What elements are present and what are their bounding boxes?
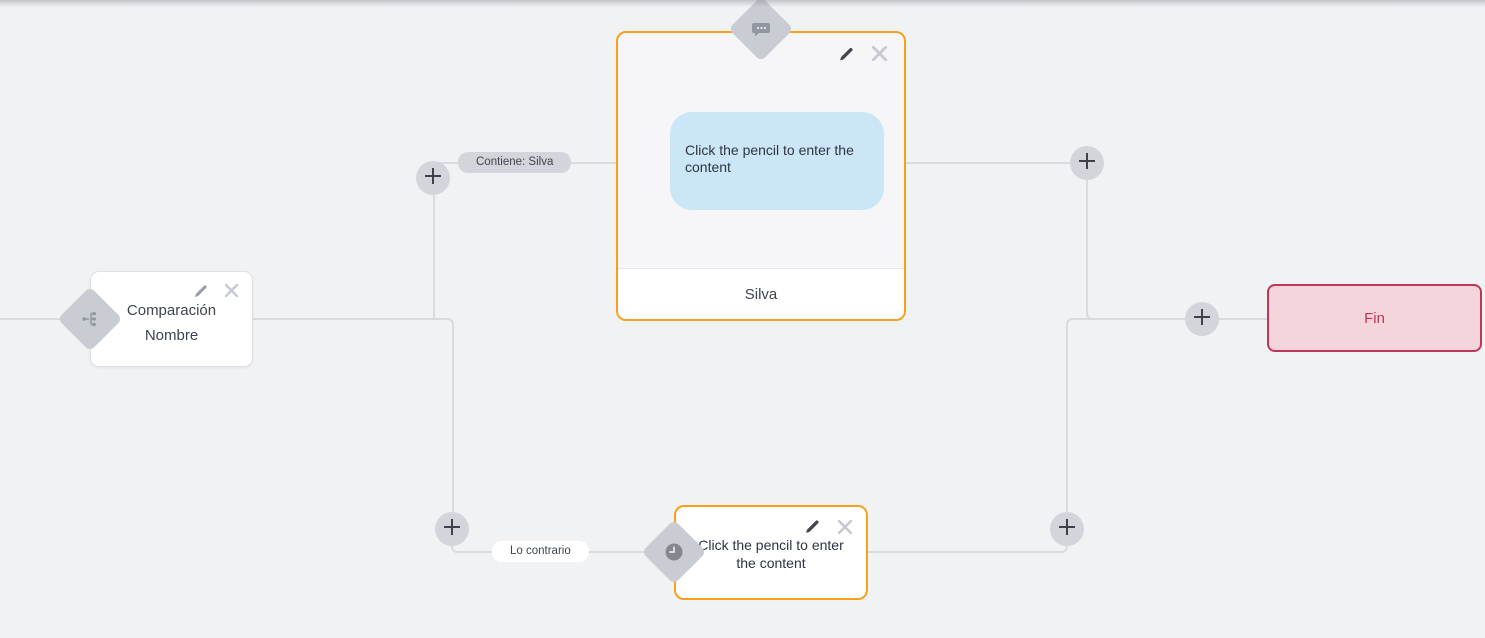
end-node-label: Fin [1364, 309, 1385, 327]
close-icon[interactable] [871, 45, 888, 62]
add-node-button-before-end[interactable] [1185, 302, 1219, 336]
sitemap-icon [80, 309, 100, 329]
add-node-button-bottom-left[interactable] [435, 512, 469, 546]
branch-label-otherwise[interactable]: Lo contrario [492, 541, 589, 562]
clock-icon [663, 541, 685, 563]
plus-icon [1058, 518, 1076, 541]
fallback-node[interactable]: Click the pencil to enter the content [674, 505, 868, 600]
close-icon[interactable] [836, 518, 853, 535]
wire-fallback-out [868, 545, 1068, 553]
wire-bottom-branch [451, 545, 652, 553]
edit-pencil-icon[interactable] [838, 45, 855, 62]
canvas-top-shadow [0, 0, 1485, 7]
add-node-button-top-right[interactable] [1070, 146, 1104, 180]
wire-top-merge [1086, 178, 1094, 320]
edit-pencil-icon[interactable] [192, 282, 209, 299]
plus-icon [424, 167, 442, 190]
condition-node[interactable]: Comparación Nombre [90, 271, 253, 367]
plus-icon [443, 518, 461, 541]
chat-bubble-icon [750, 18, 772, 40]
plus-icon [1078, 152, 1096, 175]
message-footer: Silva [618, 268, 904, 319]
branch-label-contains[interactable]: Contiene: Silva [458, 152, 572, 173]
condition-title-line2: Nombre [144, 327, 199, 344]
wire-bottom-merge [1066, 318, 1074, 529]
condition-title-line1: Comparación [126, 302, 217, 319]
plus-icon [1193, 308, 1211, 331]
add-node-button-bottom-right[interactable] [1050, 512, 1084, 546]
message-node-handle[interactable] [728, 0, 794, 62]
fallback-text: Click the pencil to enter the content [698, 537, 844, 571]
add-node-button-top-left[interactable] [416, 161, 450, 195]
edit-pencil-icon[interactable] [804, 518, 821, 535]
message-node[interactable]: Click the pencil to enter the content Si… [616, 31, 906, 321]
message-bubble: Click the pencil to enter the content [670, 112, 884, 210]
fallback-node-handle[interactable] [641, 519, 707, 585]
end-node[interactable]: Fin [1267, 284, 1482, 352]
condition-node-handle[interactable] [57, 286, 123, 352]
close-icon[interactable] [223, 282, 240, 299]
wire-condition-split [253, 318, 454, 512]
